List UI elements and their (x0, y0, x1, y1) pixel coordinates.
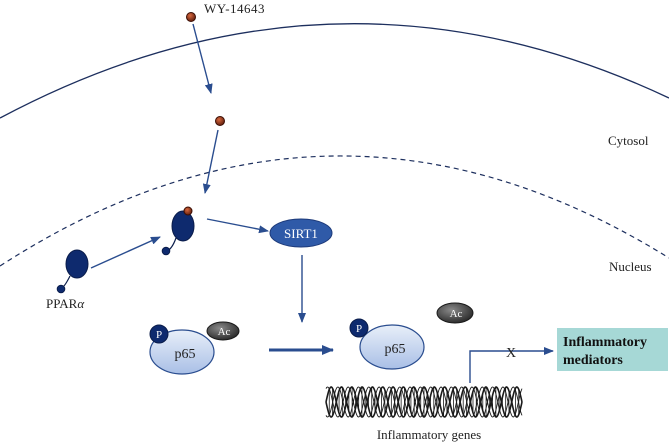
inflammatory-mediators-box (557, 328, 668, 371)
cytosol-label: Cytosol (608, 133, 649, 148)
phospho-group-left (149, 324, 169, 344)
nucleus-label: Nucleus (609, 259, 652, 274)
acetyl-group-left (206, 321, 240, 341)
compound-label: WY-14643 (204, 1, 265, 16)
released-acetyl-group (436, 302, 474, 324)
blocked-transcription-arrow (469, 347, 554, 383)
mediators-label-line1: Inflammatory (563, 335, 647, 350)
ppar-alpha-receptor (65, 249, 89, 279)
phospho-label-left: P (156, 329, 162, 341)
p65-label-right: p65 (385, 342, 406, 357)
released-acetyl-label: Ac (450, 308, 463, 320)
acetyl-label-left: Ac (218, 326, 231, 338)
phospho-group-right (349, 318, 369, 338)
phospho-label-right: P (356, 323, 362, 335)
dna-double-helix (325, 386, 523, 418)
nuclear-envelope (0, 155, 669, 267)
cell-membrane (0, 23, 669, 119)
p65-label-left: p65 (175, 347, 196, 362)
ppar-binding-arrow (90, 236, 161, 269)
sirt1-node (269, 218, 333, 248)
activated-ppar-domain (161, 246, 171, 256)
ppar-alpha-label: PPARα (46, 296, 85, 311)
inhibition-mark: X (506, 346, 516, 361)
bound-ligand (183, 206, 193, 216)
p65-right (359, 324, 425, 370)
sirt1-label: SIRT1 (284, 226, 318, 241)
cytosolic-ligand (215, 116, 225, 126)
wy-14643-ligand (186, 12, 196, 22)
inflammatory-genes-label: Inflammatory genes (377, 427, 481, 442)
p65-left (149, 329, 215, 375)
mediators-label-line2: mediators (563, 353, 623, 368)
entry-arrow (192, 23, 213, 94)
ppar-alpha-domain (56, 284, 66, 294)
activated-ppar-alpha (171, 210, 195, 242)
nuclear-entry-arrow (202, 129, 219, 194)
sirt1-activation-arrow (206, 218, 269, 234)
